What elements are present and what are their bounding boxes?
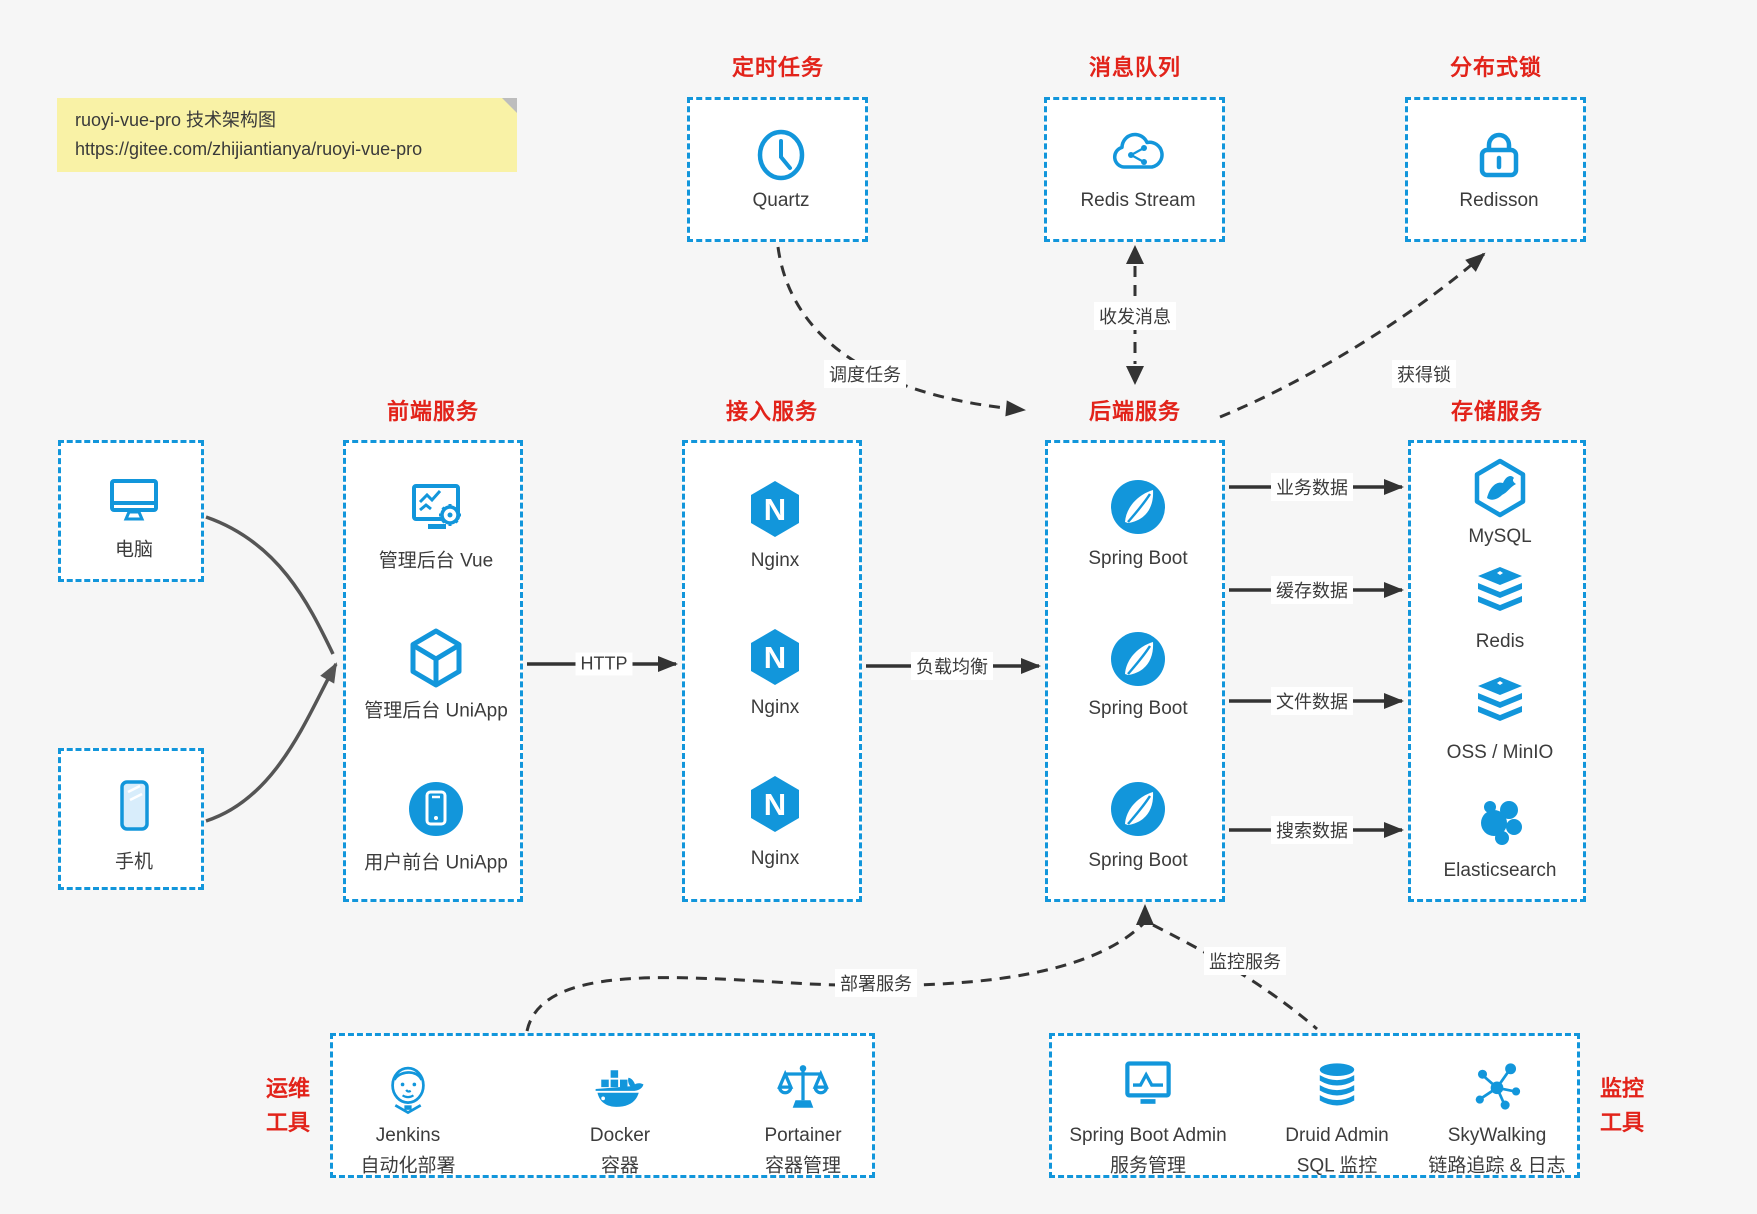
ops-item-desc: 自动化部署 bbox=[360, 1155, 456, 1177]
frontend-box: 管理后台 Vue 管理后台 UniApp 用户前台 UniApp bbox=[343, 440, 523, 902]
frontend-item-label: 用户前台 UniApp bbox=[364, 852, 508, 874]
redis-stream-label: Redis Stream bbox=[1080, 190, 1196, 211]
spring-boot-icon bbox=[1106, 627, 1170, 691]
oss-minio-icon bbox=[1468, 671, 1532, 735]
sticky-note: ruoyi-vue-pro 技术架构图 https://gitee.com/zh… bbox=[57, 98, 517, 172]
edge-label-business-data: 业务数据 bbox=[1271, 473, 1353, 501]
backend-box: Spring Boot Spring Boot Spring Boot bbox=[1045, 440, 1225, 902]
group-title-dist-lock: 分布式锁 bbox=[1449, 55, 1543, 80]
edge-label-deploy: 部署服务 bbox=[835, 969, 917, 997]
frontend-item-label: 管理后台 Vue bbox=[378, 550, 494, 572]
monitor-item-name: Druid Admin bbox=[1285, 1125, 1389, 1146]
storage-item-label: Redis bbox=[1475, 631, 1525, 652]
ops-tools-box: Jenkins 自动化部署 Docker 容器 Portainer 容器管理 bbox=[330, 1033, 875, 1178]
gateway-item-label: Nginx bbox=[750, 848, 800, 869]
ops-item-name: Portainer bbox=[764, 1125, 842, 1146]
lock-icon bbox=[1467, 123, 1531, 187]
edge-label-http: HTTP bbox=[575, 652, 633, 676]
skywalking-icon bbox=[1468, 1057, 1526, 1115]
elasticsearch-icon bbox=[1468, 789, 1532, 853]
group-title-storage: 存储服务 bbox=[1450, 399, 1544, 424]
edge-label-load-balance: 负载均衡 bbox=[911, 652, 993, 680]
admin-vue-icon bbox=[404, 476, 468, 540]
note-fold-corner bbox=[502, 98, 517, 113]
gateway-item-label: Nginx bbox=[750, 550, 800, 571]
cloud-stream-icon bbox=[1106, 121, 1170, 185]
group-title-mq: 消息队列 bbox=[1088, 55, 1182, 80]
redis-icon bbox=[1468, 561, 1532, 625]
monitor-tools-box: Spring Boot Admin 服务管理 Druid Admin SQL 监… bbox=[1049, 1033, 1580, 1178]
nginx-icon: N bbox=[743, 772, 807, 836]
edge-label-message: 收发消息 bbox=[1094, 302, 1176, 330]
monitor-item-desc: 服务管理 bbox=[1109, 1155, 1187, 1177]
spring-boot-icon bbox=[1106, 777, 1170, 841]
svg-text:N: N bbox=[764, 787, 786, 822]
druid-database-icon bbox=[1308, 1057, 1366, 1115]
backend-item-label: Spring Boot bbox=[1088, 548, 1188, 569]
edge-label-lock: 获得锁 bbox=[1392, 360, 1456, 388]
svg-text:N: N bbox=[764, 640, 786, 675]
edge-label-search-data: 搜索数据 bbox=[1271, 816, 1353, 844]
user-app-icon bbox=[404, 777, 468, 841]
ops-item-name: Docker bbox=[589, 1125, 651, 1146]
group-title-gateway: 接入服务 bbox=[725, 399, 819, 424]
edge-label-schedule: 调度任务 bbox=[824, 360, 906, 388]
note-title: ruoyi-vue-pro 技术架构图 bbox=[75, 110, 277, 130]
edge-label-file-data: 文件数据 bbox=[1271, 687, 1353, 715]
portainer-icon bbox=[773, 1059, 833, 1119]
phone-box: 手机 bbox=[58, 748, 204, 890]
spring-boot-icon bbox=[1106, 475, 1170, 539]
nginx-icon: N bbox=[743, 477, 807, 541]
storage-item-label: OSS / MinIO bbox=[1446, 742, 1554, 763]
docker-icon bbox=[590, 1059, 650, 1119]
note-url: https://gitee.com/zhijiantianya/ruoyi-vu… bbox=[75, 139, 423, 159]
edge-label-monitor: 监控服务 bbox=[1204, 947, 1286, 975]
spring-boot-admin-icon bbox=[1118, 1056, 1178, 1116]
group-title-frontend: 前端服务 bbox=[386, 399, 480, 424]
monitor-item-name: SkyWalking bbox=[1447, 1125, 1547, 1146]
storage-item-label: Elasticsearch bbox=[1443, 860, 1557, 881]
phone-label: 手机 bbox=[114, 851, 154, 873]
clock-icon bbox=[749, 123, 813, 187]
pc-box: 电脑 bbox=[58, 440, 204, 582]
quartz-label: Quartz bbox=[752, 190, 810, 211]
edge-label-cache-data: 缓存数据 bbox=[1271, 576, 1353, 604]
uniapp-cube-icon bbox=[404, 626, 468, 690]
gateway-box: N Nginx N Nginx N Nginx bbox=[682, 440, 862, 902]
ops-item-desc: 容器 bbox=[600, 1155, 640, 1177]
monitor-item-name: Spring Boot Admin bbox=[1069, 1125, 1227, 1146]
storage-item-label: MySQL bbox=[1468, 526, 1532, 547]
group-title-scheduler: 定时任务 bbox=[731, 55, 825, 80]
ops-tools-label: 运维 工具 bbox=[265, 1076, 311, 1135]
desktop-icon bbox=[102, 468, 166, 532]
svg-text:N: N bbox=[764, 492, 786, 527]
backend-item-label: Spring Boot bbox=[1088, 850, 1188, 871]
backend-item-label: Spring Boot bbox=[1088, 698, 1188, 719]
redisson-label: Redisson bbox=[1459, 190, 1539, 211]
phone-icon bbox=[102, 774, 166, 838]
nginx-icon: N bbox=[743, 625, 807, 689]
pc-label: 电脑 bbox=[114, 539, 154, 561]
group-title-backend: 后端服务 bbox=[1088, 399, 1182, 424]
monitor-item-desc: SQL 监控 bbox=[1296, 1155, 1378, 1177]
storage-box: MySQL Redis OSS / MinIO Elasticsearch bbox=[1408, 440, 1586, 902]
ops-item-desc: 容器管理 bbox=[764, 1155, 842, 1177]
frontend-item-label: 管理后台 UniApp bbox=[364, 700, 508, 722]
jenkins-icon bbox=[379, 1060, 437, 1118]
ops-item-name: Jenkins bbox=[375, 1125, 441, 1146]
gateway-item-label: Nginx bbox=[750, 697, 800, 718]
monitor-item-desc: 链路追踪 & 日志 bbox=[1428, 1155, 1566, 1177]
monitor-tools-label: 监控 工具 bbox=[1599, 1076, 1645, 1135]
quartz-box: Quartz bbox=[687, 97, 868, 242]
redisson-box: Redisson bbox=[1405, 97, 1586, 242]
mysql-icon bbox=[1468, 456, 1532, 520]
redis-stream-box: Redis Stream bbox=[1044, 97, 1225, 242]
